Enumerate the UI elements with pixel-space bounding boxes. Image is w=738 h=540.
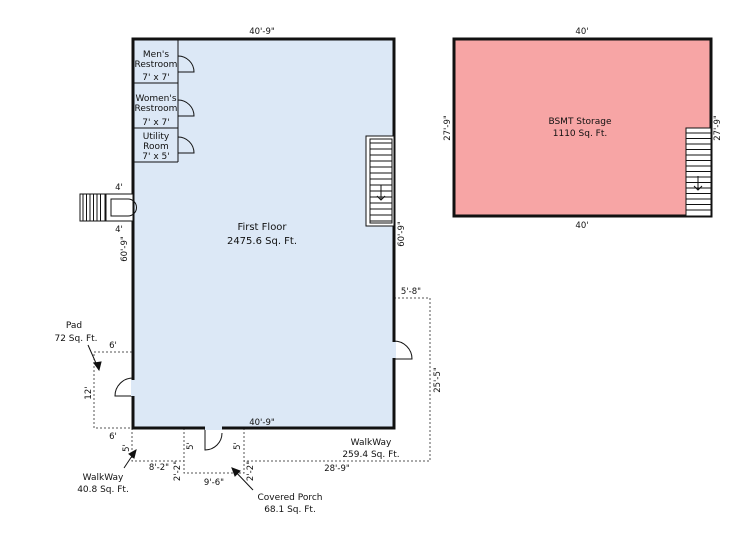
pad-dim-side: 12' xyxy=(84,386,94,399)
walkway-right-area-label: 259.4 Sq. Ft. xyxy=(342,450,399,460)
bsmt-dim-top: 40' xyxy=(575,27,588,37)
room-doors xyxy=(114,55,413,451)
arrow-head-icon xyxy=(128,448,137,459)
bsmt-storage-area xyxy=(452,37,713,218)
door-swing-icon xyxy=(204,428,223,451)
walkway-left-name: WalkWay xyxy=(83,473,124,483)
womens-room-name-2: Restroom xyxy=(135,104,178,114)
porch-dim-left: 2'-2" xyxy=(173,461,183,481)
utility-room-name-1: Utility xyxy=(143,132,170,142)
entry-steps xyxy=(79,193,137,222)
door-swing-icon xyxy=(114,377,134,397)
porch-area-label: 68.1 Sq. Ft. xyxy=(264,505,316,515)
mens-room-name-2: Restroom xyxy=(135,60,178,70)
bsmt-dim-bottom: 40' xyxy=(575,221,588,231)
walkway-left-dim-len: 8'-2" xyxy=(149,463,169,473)
walkway-right-dim-len: 28'-9" xyxy=(324,464,350,474)
door-swing-icon xyxy=(177,55,195,73)
bsmt-dim-right: 27'-9" xyxy=(713,115,723,141)
porch-name: Covered Porch xyxy=(257,493,322,503)
pad-dim-bottom: 6' xyxy=(109,432,117,442)
first-floor-stairs xyxy=(365,135,395,227)
porch-dim-upper-right: 5' xyxy=(233,442,243,450)
womens-room-name-1: Women's xyxy=(135,94,176,104)
entry-steps-dim-top: 4' xyxy=(115,183,123,193)
door-swing-icon xyxy=(177,136,195,154)
bsmt-area-label: 1110 Sq. Ft. xyxy=(553,129,607,139)
entry-door-icon xyxy=(110,198,137,217)
walkway-left-dim-side: 5' xyxy=(122,444,132,452)
porch-dim-right: 2'-2" xyxy=(246,461,256,481)
walkway-right-dim-side: 25'-5" xyxy=(433,367,443,393)
walkway-left-outline xyxy=(131,427,185,462)
utility-room-size: 7' x 5' xyxy=(142,152,169,162)
door-swing-icon xyxy=(177,99,195,117)
leader-arrows xyxy=(87,344,254,491)
pad-dim-top: 6' xyxy=(109,341,117,351)
door-openings xyxy=(131,342,396,430)
mens-room-size: 7' x 7' xyxy=(142,73,169,83)
first-floor-dim-right: 60'-9" xyxy=(397,221,407,247)
first-floor-dim-left: 60'-9" xyxy=(120,236,130,262)
porch-dim-len: 9'-6" xyxy=(204,478,224,488)
bsmt-name: BSMT Storage xyxy=(548,117,612,127)
door-swing-icon xyxy=(393,340,413,360)
mens-room-name-1: Men's xyxy=(143,50,169,60)
bsmt-dim-left: 27'-9" xyxy=(443,115,453,141)
pad-name: Pad xyxy=(66,321,82,331)
first-floor-dim-bottom: 40'-9" xyxy=(249,418,275,428)
walkway-right-outline xyxy=(244,297,431,462)
walkway-left-area-label: 40.8 Sq. Ft. xyxy=(77,485,129,495)
first-floor-name: First Floor xyxy=(237,222,287,233)
arrow-head-icon xyxy=(93,361,102,372)
walkway-right-name: WalkWay xyxy=(351,438,392,448)
first-floor-dim-top: 40'-9" xyxy=(249,27,275,37)
porch-dim-upper-left: 5' xyxy=(186,442,196,450)
first-floor-area-label: 2475.6 Sq. Ft. xyxy=(227,236,297,247)
utility-room-name-2: Room xyxy=(143,142,169,152)
walkway-right-dim-top: 5'-8" xyxy=(401,287,421,297)
stair-arrow-icon xyxy=(693,176,703,191)
arrow-head-icon xyxy=(231,467,241,477)
first-floor-area xyxy=(131,37,396,430)
bsmt-stairs xyxy=(685,127,712,217)
entry-steps-dim-bottom: 4' xyxy=(115,225,123,235)
pad-area-label: 72 Sq. Ft. xyxy=(54,334,97,344)
stair-arrow-icon xyxy=(376,185,386,201)
womens-room-size: 7' x 7' xyxy=(142,118,169,128)
